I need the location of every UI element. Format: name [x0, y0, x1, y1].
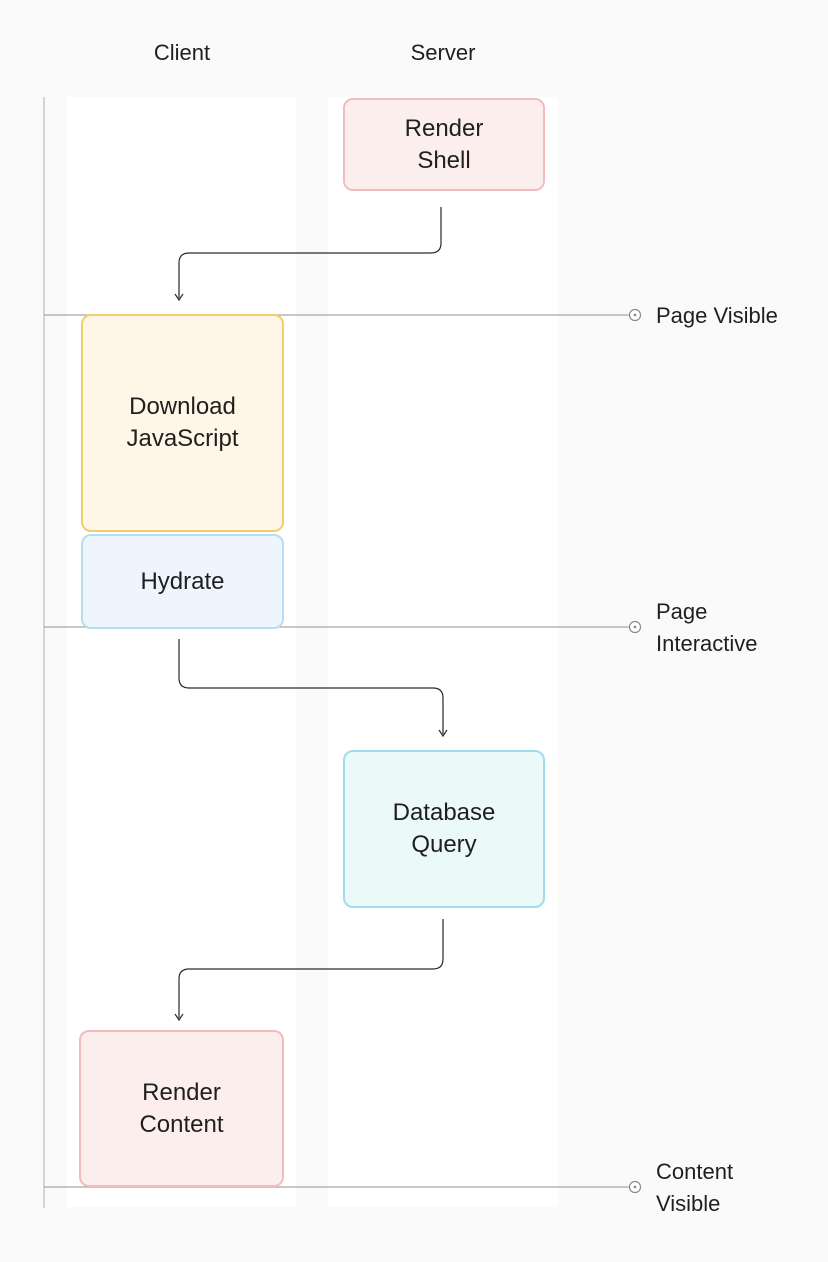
- page-visible-label: Page Visible: [656, 303, 778, 328]
- client-lane: [67, 97, 296, 1207]
- hydrate-box: Hydrate: [81, 534, 284, 629]
- page-interactive-marker-icon: [628, 620, 642, 634]
- server-lane-title: Server: [410, 40, 476, 65]
- arrow-shell-to-download: [178, 207, 442, 298]
- page-visible-marker-icon: [628, 308, 642, 322]
- page-interactive-label: Page Interactive: [656, 599, 758, 656]
- content-visible-marker-icon: [628, 1180, 642, 1194]
- download-javascript-box: Download JavaScript: [81, 314, 284, 532]
- arrow-hydrate-to-query: [178, 639, 444, 734]
- arrow-query-to-render-content: [178, 919, 444, 1018]
- render-content-box: Render Content: [79, 1030, 284, 1187]
- database-query-box: Database Query: [343, 750, 545, 908]
- client-lane-title: Client: [153, 40, 211, 65]
- content-visible-label: Content Visible: [656, 1159, 734, 1216]
- render-shell-box: Render Shell: [343, 98, 545, 191]
- server-lane: [328, 97, 558, 1207]
